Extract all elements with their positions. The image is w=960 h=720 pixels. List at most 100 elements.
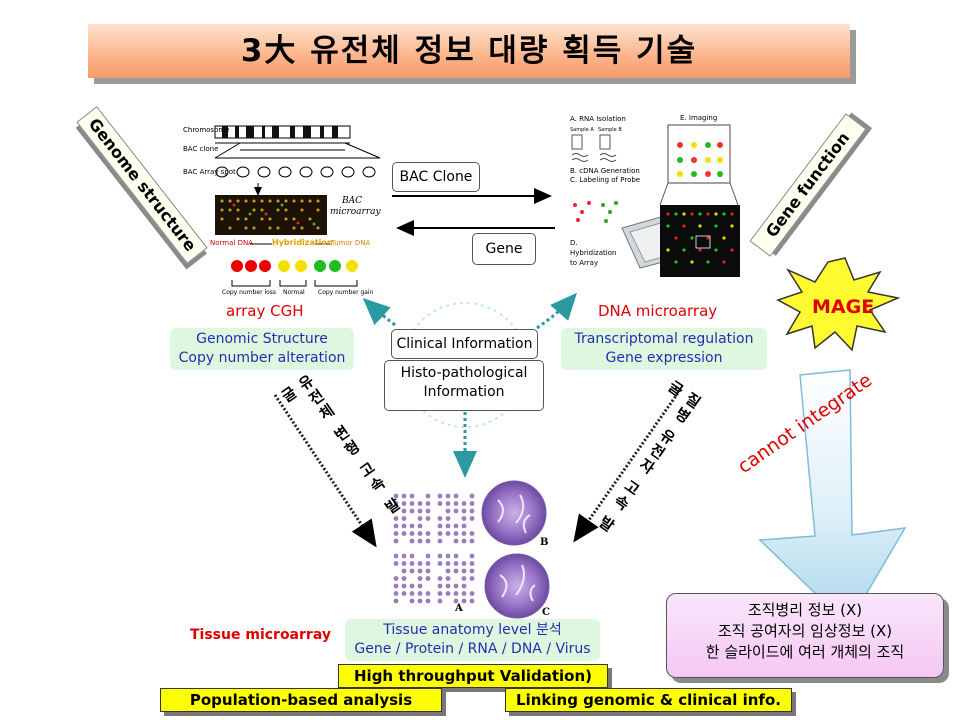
cgh-desc-line1: Genomic Structure: [196, 331, 328, 347]
array-cgh-illustration: [214, 125, 381, 287]
tma-core: [453, 591, 459, 596]
tma-core: [401, 553, 407, 559]
tma-core: [469, 576, 475, 581]
tma-core: [469, 508, 475, 514]
dna-step-d-label: D. Hybridization to Array: [570, 239, 617, 267]
tma-core: [425, 553, 431, 559]
tma-core: [417, 583, 423, 589]
tma-core: [461, 508, 467, 514]
tma-core: [437, 501, 443, 506]
tma-core: [469, 493, 475, 499]
tma-core: [437, 583, 443, 589]
dna-step-b-label: B. cDNA Generation: [570, 167, 640, 175]
tma-core: [445, 553, 451, 559]
cgh-copy-normal-label: Normal: [283, 289, 305, 296]
tma-core: [453, 501, 459, 506]
cgh-bac-array-spot-label: BAC Array spot: [183, 168, 236, 176]
tma-core: [417, 561, 423, 566]
tma-core: [393, 538, 399, 544]
tissue-microarray-label: Tissue microarray: [190, 627, 331, 643]
tma-core: [393, 598, 399, 604]
tma-core: [461, 501, 467, 506]
tma-core: [437, 561, 443, 566]
tma-core: [401, 531, 407, 536]
limitation-line2: 조직 공여자의 임상정보 (X): [717, 622, 893, 640]
tissue-microarray-illustration: [388, 480, 550, 619]
tma-core: [469, 538, 475, 544]
tma-core: [461, 561, 467, 566]
tma-core: [461, 591, 467, 596]
tma-core: [417, 538, 423, 544]
tma-core: [445, 591, 451, 596]
dna-microarray-label: DNA microarray: [598, 302, 718, 320]
tma-core: [425, 493, 431, 499]
cgh-desc-line2: Copy number alteration: [178, 350, 346, 366]
dna-desc-line1: Transcriptomal regulation: [574, 331, 754, 347]
population-analysis-box: Population-based analysis: [160, 688, 442, 712]
dna-description-box: Transcriptomal regulation Gene expressio…: [561, 328, 767, 370]
tma-core: [409, 553, 415, 559]
cgh-chromosome-label: Chromosome: [183, 126, 230, 134]
tma-core: [461, 576, 467, 581]
tma-core: [461, 538, 467, 544]
tma-core: [445, 531, 451, 536]
histo-pathological-box: Histo-pathological Information: [384, 360, 544, 411]
tma-core: [437, 523, 443, 529]
dna-desc-line2: Gene expression: [605, 350, 723, 366]
tma-core: [453, 553, 459, 559]
tma-core: [461, 523, 467, 529]
dna-sample-a-label: Sample A: [570, 127, 594, 133]
tma-core: [453, 568, 459, 574]
dna-step-c-label: C. Labeling of Probe: [570, 176, 641, 184]
tma-core: [445, 508, 451, 514]
tma-core: [401, 561, 407, 566]
tma-core: [445, 501, 451, 506]
tma-core: [409, 531, 415, 536]
tma-core: [409, 523, 415, 529]
high-throughput-box: High throughput Validation): [338, 664, 608, 688]
cgh-tumor-dna-label: Tumor DNA: [331, 239, 371, 247]
tma-core: [461, 583, 467, 589]
teal-arrow-right: [536, 292, 577, 330]
tma-core: [437, 576, 443, 581]
tma-core: [461, 598, 467, 604]
linking-genomic-box: Linking genomic & clinical info.: [505, 688, 792, 712]
tma-core: [393, 576, 399, 581]
tma-core: [409, 598, 415, 604]
tma-core: [469, 591, 475, 596]
cgh-hybridization-label: Hybridization: [272, 238, 333, 247]
tma-core: [437, 493, 443, 499]
tma-core: [445, 576, 451, 581]
tma-core: [417, 516, 423, 521]
tma-core: [409, 538, 415, 544]
dna-step-a-label: A. RNA Isolation: [570, 115, 626, 123]
tma-core: [425, 561, 431, 566]
tma-core: [401, 493, 407, 499]
tma-core: [409, 561, 415, 566]
tma-core: [453, 583, 459, 589]
gene-tag: Gene: [472, 233, 536, 265]
cgh-description-box: Genomic Structure Copy number alteration: [170, 328, 354, 370]
tma-core: [425, 598, 431, 604]
cgh-bac-microarray-label: BAC microarray: [330, 196, 381, 217]
tma-core: [393, 516, 399, 521]
tma-core: [393, 531, 399, 536]
tissue-desc-line2: Gene / Protein / RNA / DNA / Virus: [354, 641, 591, 657]
tissue-image-c-letter: C: [542, 607, 550, 618]
tma-core: [425, 516, 431, 521]
tma-core: [401, 568, 407, 574]
big-down-arrow: [758, 369, 907, 627]
tma-core: [401, 508, 407, 514]
tma-core: [417, 508, 423, 514]
tma-core: [393, 553, 399, 559]
right-diagonal-arrow: [573, 389, 682, 543]
tma-core: [425, 508, 431, 514]
tma-core: [445, 493, 451, 499]
cgh-copy-loss-label: Copy number loss: [222, 289, 277, 296]
limitation-line3: 한 슬라이드에 여러 개체의 조직: [705, 643, 905, 661]
tma-core: [393, 501, 399, 506]
tma-core: [437, 591, 443, 596]
tma-core: [453, 561, 459, 566]
tma-core: [453, 493, 459, 499]
tma-core: [401, 576, 407, 581]
